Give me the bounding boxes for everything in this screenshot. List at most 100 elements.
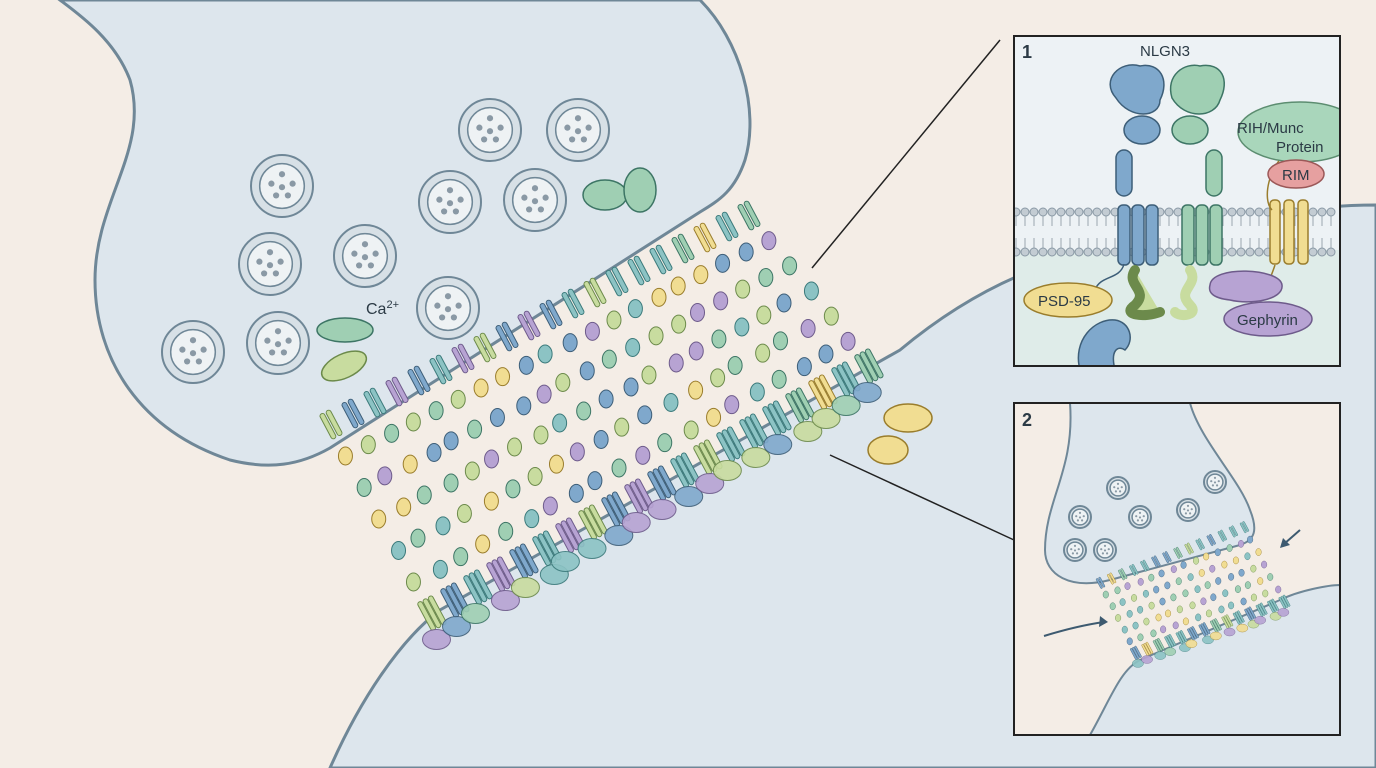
scaffold-protein: [442, 616, 472, 637]
receptor-helix: [1202, 622, 1211, 635]
vesicle-particle: [1077, 548, 1080, 551]
protein-domain: [384, 423, 400, 443]
protein-domain: [598, 389, 614, 409]
lipid-head: [1038, 247, 1048, 257]
transmembrane-helix: [495, 324, 513, 352]
vesicle-particle: [1100, 548, 1103, 551]
vesicle-particle: [1114, 490, 1118, 493]
transmembrane-helix: [435, 354, 453, 382]
vesicle-particle: [285, 337, 292, 344]
receptor-helix: [1168, 634, 1177, 646]
vesicle-particle: [446, 200, 454, 207]
protein-domain: [1158, 569, 1165, 578]
inset-panel-1: RIH/Munc Protein RIM Gephyrin PSD-95 NLG…: [1013, 35, 1341, 367]
nlgn3-protein-green: [1169, 64, 1225, 266]
vesicle-particle: [486, 115, 494, 122]
protein-domain: [593, 430, 609, 449]
vesicle-particle: [492, 136, 499, 143]
protein-domain: [489, 408, 505, 427]
protein-domain: [818, 344, 834, 364]
protein-domain: [518, 355, 534, 375]
blue-globular-protein: [1077, 319, 1131, 366]
scaffold-protein: [831, 395, 861, 416]
protein-domain: [1228, 573, 1235, 581]
transmembrane-helix: [605, 269, 623, 297]
receptor-helix: [1271, 598, 1279, 611]
lipid-head: [1074, 247, 1084, 257]
protein-domain: [782, 256, 798, 276]
transmembrane-helix: [721, 211, 739, 239]
transmembrane-helix: [407, 368, 425, 396]
protein-domain: [536, 384, 552, 404]
scaffold-protein: [1223, 627, 1236, 637]
scaffold-protein: [1170, 265, 1198, 321]
scaffold-protein: [763, 434, 793, 455]
transmembrane-helix: [325, 409, 343, 437]
transmembrane-helix: [1184, 543, 1192, 555]
transmembrane-helix: [391, 376, 409, 404]
lipid-head: [1326, 247, 1336, 257]
protein-domain: [1153, 585, 1160, 594]
vesicle-particle: [531, 198, 539, 205]
protein-domain: [734, 317, 750, 337]
vesicle-particle: [278, 171, 286, 178]
transmembrane-helix: [1118, 569, 1125, 581]
vesicle-particle: [179, 346, 186, 353]
vesicle-particle: [1101, 552, 1105, 555]
lipid-head: [1254, 247, 1264, 257]
receptor-helix: [1246, 607, 1254, 620]
protein-domain: [475, 534, 491, 554]
protein-domain: [800, 319, 816, 338]
vesicle-particle: [1107, 548, 1110, 551]
lipid-head: [1173, 247, 1183, 257]
receptor-helix: [744, 416, 764, 447]
mini-postsynaptic-cell: [1088, 583, 1340, 735]
nlgn3-label: NLGN3: [1140, 43, 1190, 60]
vesicle-particle: [261, 270, 268, 277]
receptor-helix: [790, 390, 810, 421]
transmembrane-helix: [1198, 538, 1205, 549]
protein-domain: [1164, 581, 1171, 590]
receptor-helix: [813, 377, 833, 408]
transmembrane-helix: [347, 398, 365, 426]
vesicle-particle: [444, 306, 452, 313]
scaffold-protein: [1236, 623, 1249, 633]
receptor-helix: [859, 351, 879, 382]
protein-domain: [1109, 602, 1116, 611]
vesicle-particle: [200, 346, 207, 353]
protein-domain: [356, 478, 372, 497]
transmembrane-helix: [1120, 568, 1128, 579]
vesicle-particle: [531, 185, 539, 192]
lipid-head: [1092, 207, 1102, 217]
scaffold-protein: [422, 629, 452, 650]
scaffold-protein: [1154, 651, 1167, 660]
protein-domain: [371, 509, 387, 529]
receptor-helix: [1280, 595, 1289, 608]
receptor-helix: [422, 598, 442, 629]
receptor-helix: [560, 520, 580, 551]
protein-domain: [1240, 597, 1247, 606]
transmembrane-helix: [1206, 535, 1214, 546]
vesicle-particle: [1076, 519, 1080, 522]
transmembrane-helix: [743, 200, 761, 228]
lipid-head: [1083, 207, 1093, 217]
nlgn3-protein-blue: [1094, 64, 1165, 291]
vesicle-particle: [1184, 512, 1188, 515]
scaffold-protein: [1277, 608, 1290, 617]
transmembrane-helix: [655, 244, 673, 272]
protein-domain: [1126, 610, 1133, 618]
vesicle-particle: [189, 337, 197, 344]
lipid-head: [1227, 207, 1237, 217]
transmembrane-helix: [1162, 552, 1170, 564]
transmembrane-helix: [341, 401, 359, 429]
inset-panel-2: 2: [1013, 402, 1341, 736]
protein-domain: [453, 547, 469, 567]
transmembrane-helix: [1173, 548, 1181, 559]
lipid-head: [1020, 207, 1030, 217]
receptor-helix: [629, 481, 649, 512]
transmembrane-helix: [1209, 534, 1216, 545]
vesicle-particle: [356, 262, 363, 269]
receptor-helix: [1212, 619, 1220, 632]
lipid-head: [1245, 247, 1255, 257]
vesicle-particle: [1073, 544, 1077, 547]
